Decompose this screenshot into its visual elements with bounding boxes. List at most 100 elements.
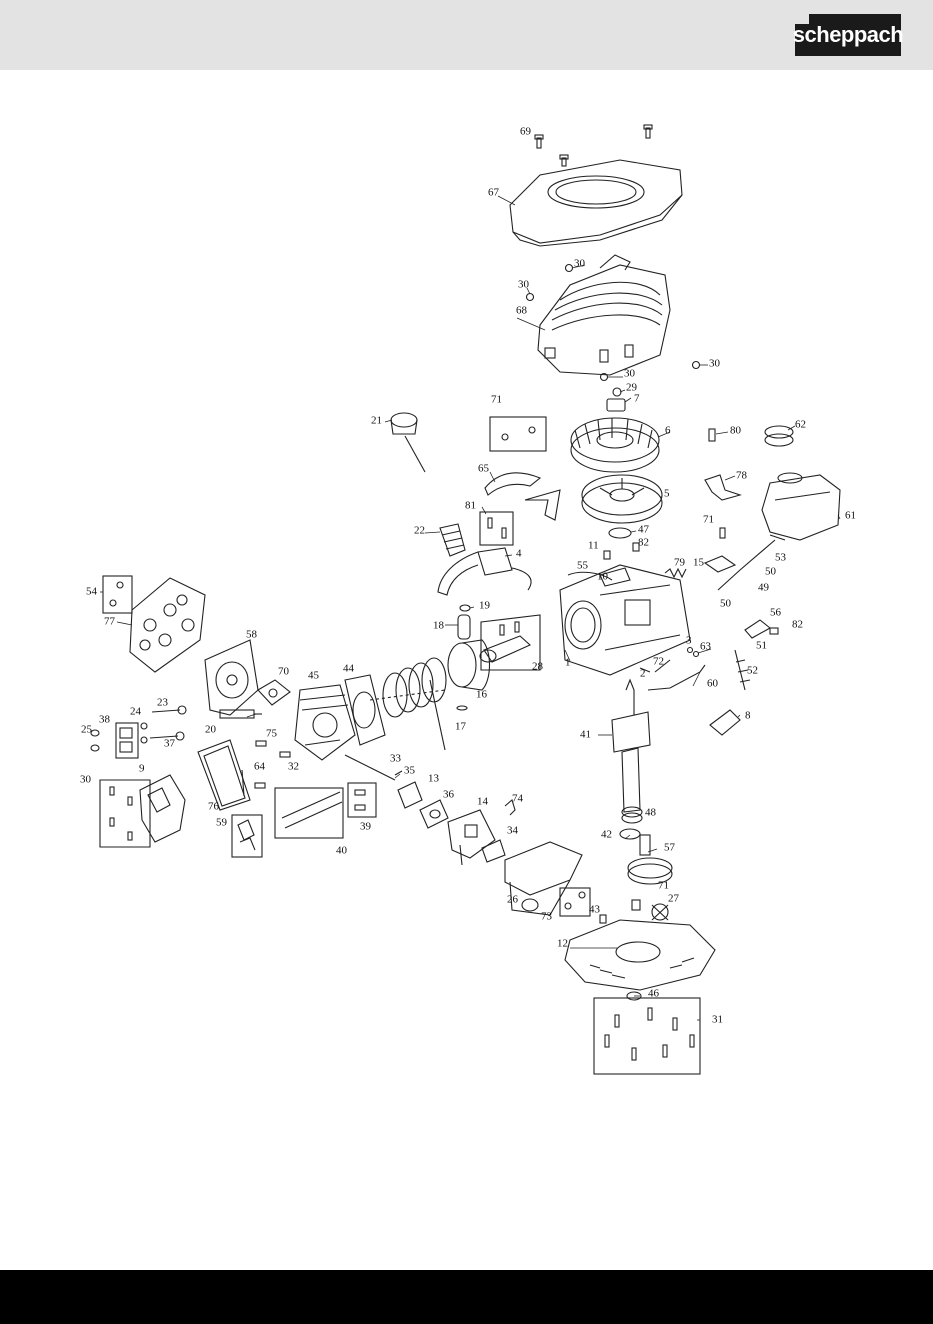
label-65: 65 bbox=[478, 464, 489, 475]
label-59: 59 bbox=[216, 818, 227, 829]
label-9: 9 bbox=[139, 764, 145, 775]
label-37: 37 bbox=[164, 739, 175, 750]
oil-pan-12 bbox=[565, 920, 715, 990]
label-1: 1 bbox=[565, 658, 571, 669]
label-17: 17 bbox=[455, 722, 466, 733]
label-51: 51 bbox=[756, 641, 767, 652]
box-73 bbox=[560, 888, 590, 916]
label-72: 72 bbox=[653, 657, 664, 668]
label-46: 46 bbox=[648, 989, 659, 1000]
label-16: 16 bbox=[476, 690, 487, 701]
screw-69 bbox=[535, 135, 543, 148]
label-30: 30 bbox=[574, 259, 585, 270]
parts-drawing bbox=[0, 70, 933, 1270]
label-53: 53 bbox=[775, 553, 786, 564]
label-13: 13 bbox=[428, 774, 439, 785]
label-49: 49 bbox=[758, 583, 769, 594]
fuel-tank-61 bbox=[762, 473, 840, 540]
nut-29 bbox=[613, 388, 621, 396]
rod-51 bbox=[735, 650, 745, 690]
rod-60 bbox=[648, 665, 705, 690]
label-76: 76 bbox=[208, 802, 219, 813]
valve-23 bbox=[152, 710, 180, 712]
label-5: 5 bbox=[664, 489, 670, 500]
crankshaft-41 bbox=[612, 680, 650, 812]
box-39 bbox=[348, 783, 376, 817]
label-27: 27 bbox=[668, 894, 679, 905]
label-30: 30 bbox=[709, 359, 720, 370]
label-31: 31 bbox=[712, 1015, 723, 1026]
fan-housing-68 bbox=[538, 255, 670, 375]
spring-79 bbox=[665, 569, 686, 577]
box-81 bbox=[480, 512, 513, 545]
bolt-32 bbox=[280, 752, 290, 757]
label-44: 44 bbox=[343, 664, 354, 675]
dipstick-21 bbox=[391, 413, 425, 472]
carburetor-14 bbox=[448, 810, 495, 865]
label-55: 55 bbox=[577, 561, 588, 572]
label-25: 25 bbox=[81, 725, 92, 736]
washer-47 bbox=[609, 528, 631, 538]
label-70: 70 bbox=[278, 667, 289, 678]
label-56: 56 bbox=[770, 608, 781, 619]
label-79: 79 bbox=[674, 558, 685, 569]
label-35: 35 bbox=[404, 766, 415, 777]
gear-48 bbox=[622, 807, 642, 823]
exploded-parts-diagram: 69 67 30 30 68 30 30 29 7 71 6 80 62 21 … bbox=[0, 70, 933, 1270]
head-gasket-44 bbox=[345, 675, 385, 745]
label-50: 50 bbox=[720, 599, 731, 610]
clip-17 bbox=[457, 706, 467, 710]
label-10: 10 bbox=[597, 572, 608, 583]
label-63: 63 bbox=[700, 642, 711, 653]
label-7: 7 bbox=[634, 394, 640, 405]
label-68: 68 bbox=[516, 306, 527, 317]
flywheel-6 bbox=[571, 418, 659, 472]
screw-top-mid bbox=[560, 155, 568, 166]
heat-shield-77 bbox=[130, 578, 205, 672]
nut-82b bbox=[770, 628, 778, 634]
bracket-56 bbox=[745, 620, 770, 638]
label-78: 78 bbox=[736, 471, 747, 482]
label-74: 74 bbox=[512, 794, 523, 805]
page-footer bbox=[0, 1270, 933, 1324]
pin-18 bbox=[458, 615, 470, 639]
label-80: 80 bbox=[730, 426, 741, 437]
label-30: 30 bbox=[80, 775, 91, 786]
label-71: 71 bbox=[703, 515, 714, 526]
label-42: 42 bbox=[601, 830, 612, 841]
bracket-65 bbox=[485, 473, 540, 495]
label-11: 11 bbox=[588, 541, 599, 552]
label-47: 47 bbox=[638, 525, 649, 536]
label-61: 61 bbox=[845, 511, 856, 522]
label-75: 75 bbox=[266, 729, 277, 740]
box-71 bbox=[490, 417, 546, 451]
throttle-78 bbox=[705, 475, 740, 500]
label-62: 62 bbox=[795, 420, 806, 431]
clip-19 bbox=[460, 605, 470, 611]
bolt-80 bbox=[709, 429, 715, 441]
label-77: 77 bbox=[104, 617, 115, 628]
part-3 bbox=[688, 648, 693, 653]
cap-62 bbox=[765, 426, 793, 446]
label-22: 22 bbox=[414, 526, 425, 537]
screw-top-right bbox=[644, 125, 652, 138]
label-82: 82 bbox=[792, 620, 803, 631]
gasket-36 bbox=[420, 800, 448, 828]
label-8: 8 bbox=[745, 711, 751, 722]
bolt-30a bbox=[566, 265, 573, 272]
label-18: 18 bbox=[433, 621, 444, 632]
label-41: 41 bbox=[580, 730, 591, 741]
pulley-5 bbox=[582, 475, 662, 523]
box-30-9 bbox=[100, 780, 150, 847]
label-50: 50 bbox=[765, 567, 776, 578]
label-48: 48 bbox=[645, 808, 656, 819]
label-64: 64 bbox=[254, 762, 265, 773]
label-24: 24 bbox=[130, 707, 141, 718]
washer-42 bbox=[620, 829, 640, 839]
label-69: 69 bbox=[520, 127, 531, 138]
label-67: 67 bbox=[488, 188, 499, 199]
label-40: 40 bbox=[336, 846, 347, 857]
bolt-75 bbox=[256, 741, 266, 746]
gasket-15 bbox=[705, 556, 735, 572]
label-30: 30 bbox=[624, 369, 635, 380]
